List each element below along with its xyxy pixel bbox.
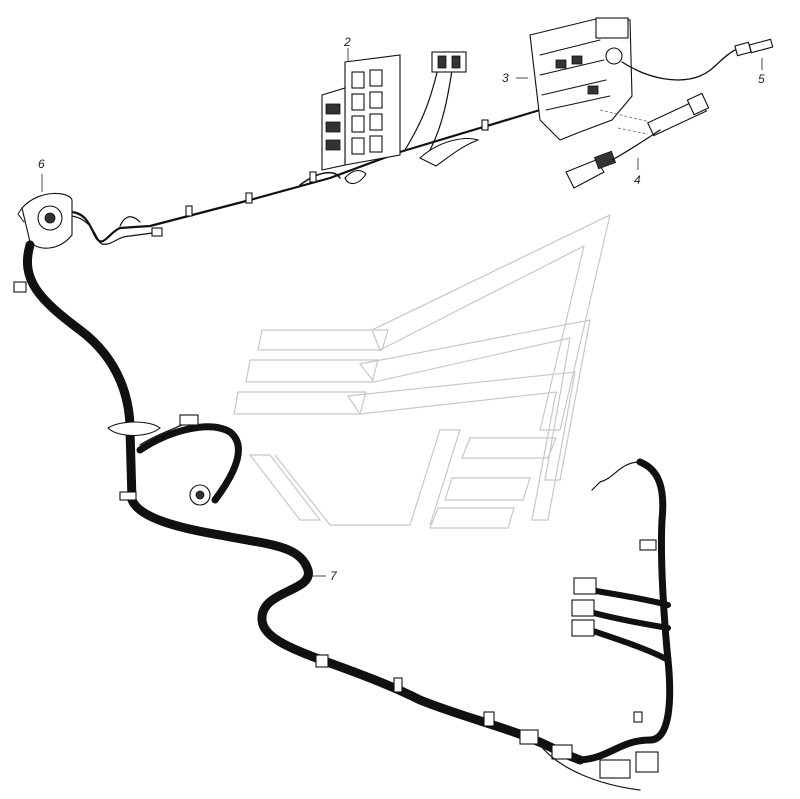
lower-right-harness (519, 458, 674, 791)
main-harness-7 (13, 240, 585, 765)
callout-2: 2 (343, 35, 351, 49)
component-6-connector (17, 192, 73, 249)
component-5-sensor (621, 38, 774, 81)
component-4-connector (565, 92, 710, 189)
watermark-logo (233, 213, 611, 529)
component-2-relay-panel (321, 48, 467, 171)
callout-6: 6 (38, 157, 45, 171)
upper-harness (68, 59, 542, 245)
component-3-central-block (516, 17, 633, 141)
callout-labels: 2 3 5 4 6 7 (38, 35, 765, 583)
callout-4: 4 (634, 173, 641, 187)
callout-7: 7 (330, 569, 338, 583)
callout-3: 3 (502, 71, 509, 85)
callout-5: 5 (758, 72, 765, 86)
